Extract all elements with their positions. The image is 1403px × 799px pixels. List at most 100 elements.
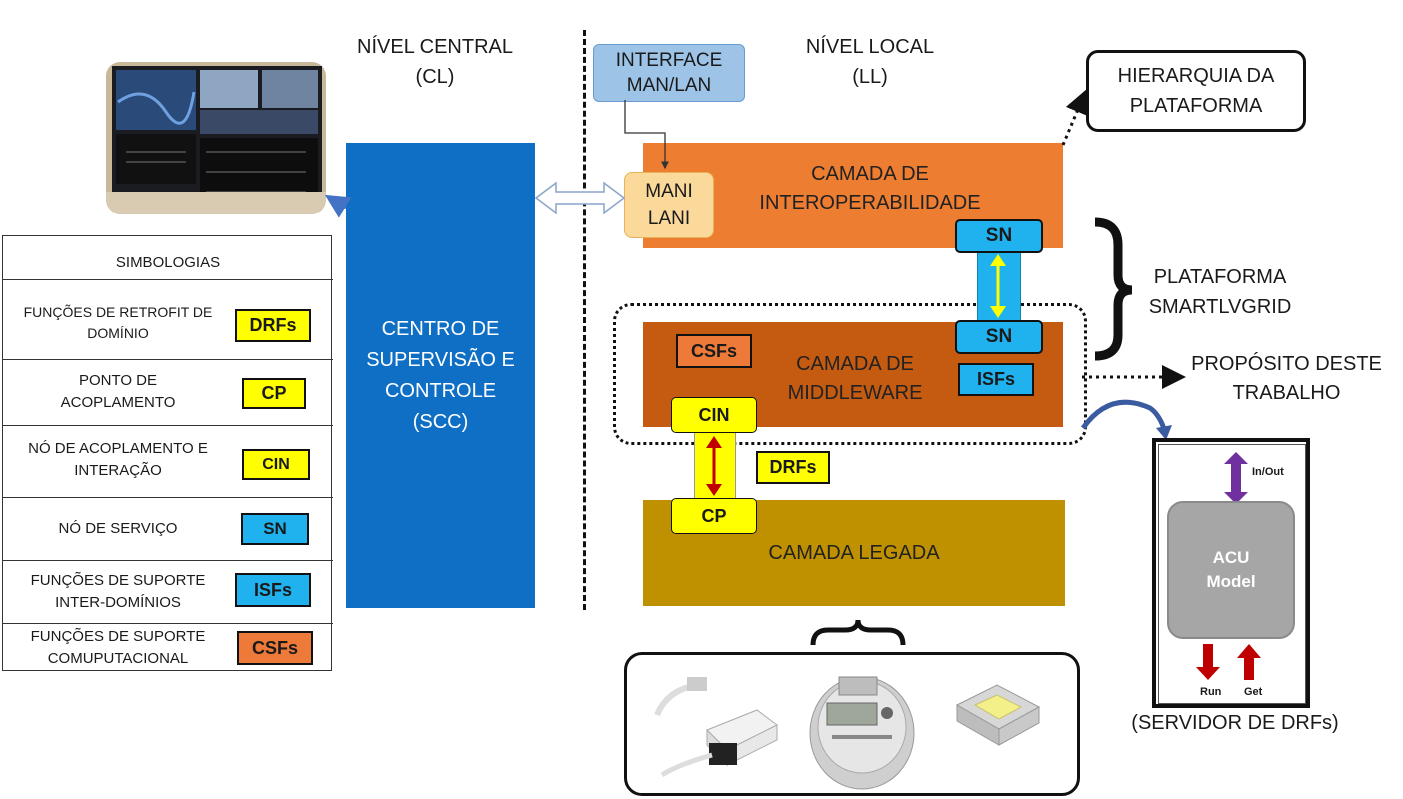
interface-to-mani-line <box>624 100 669 170</box>
legend-row-csfs: FUNÇÕES DE SUPORTE COMUPUTACIONAL CSFs <box>3 623 333 672</box>
legend-row-label: PONTO DE ACOPLAMENTO <box>13 370 223 414</box>
legend-tag-drfs-label: DRFs <box>249 315 297 335</box>
sn-node-top: SN <box>955 219 1043 253</box>
legend-row-label: NÓ DE ACOPLAMENTO E INTERAÇÃO <box>13 438 223 482</box>
legend-row-label: FUNÇÕES DE SUPORTE INTER-DOMÍNIOS <box>13 570 223 614</box>
header-central: NÍVEL CENTRAL (CL) <box>330 32 540 92</box>
header-local: NÍVEL LOCAL (LL) <box>770 32 970 92</box>
sn-double-arrow-icon <box>990 254 1006 318</box>
level-divider <box>583 30 586 610</box>
in-out-label: In/Out <box>1252 466 1284 478</box>
legend-row-label: NÓ DE SERVIÇO <box>13 518 223 540</box>
get-arrow-icon <box>1237 644 1261 680</box>
isfs-label: ISFs <box>976 369 1015 389</box>
mani-line1: MANI <box>645 181 693 202</box>
legend-row-line1: FUNÇÕES DE SUPORTE <box>30 572 206 589</box>
cin-node: CIN <box>671 397 757 433</box>
header-local-line1: NÍVEL LOCAL <box>805 36 935 58</box>
legend-tag-sn: SN <box>241 513 309 545</box>
legend-tag-isfs-label: ISFs <box>253 579 292 600</box>
header-central-line1: NÍVEL CENTRAL <box>357 36 513 58</box>
legend-tag-cin: CIN <box>242 449 310 480</box>
legend-tag-drfs: DRFs <box>235 309 311 342</box>
control-room-screen-icon <box>106 66 326 214</box>
legend-row-line2: ACOPLAMENTO <box>60 394 176 411</box>
legend-tag-sn-label: SN <box>263 519 287 538</box>
legend-table: SIMBOLOGIAS FUNÇÕES DE RETROFIT DE DOMÍN… <box>2 235 333 672</box>
legend-row-isfs: FUNÇÕES DE SUPORTE INTER-DOMÍNIOS ISFs <box>3 560 333 624</box>
legend-tag-csfs: CSFs <box>237 631 313 665</box>
hierarchy-line2: PLATAFORMA <box>1129 95 1263 117</box>
server-curved-arrow <box>1080 399 1168 433</box>
interop-line2: INTEROPERABILIDADE <box>759 192 981 214</box>
server-caption: (SERVIDOR DE DRFs) <box>1120 712 1350 735</box>
purpose-label: PROPÓSITO DESTE TRABALHO <box>1184 350 1389 408</box>
hierarchy-line1: HIERARQUIA DA <box>1117 65 1275 87</box>
run-arrow-icon <box>1196 644 1220 680</box>
legend-row-line2: INTERAÇÃO <box>74 462 162 479</box>
scc-line4: (SCC) <box>412 410 469 433</box>
legend-row-line2: INTER-DOMÍNIOS <box>55 594 181 611</box>
legend-row-label: FUNÇÕES DE SUPORTE COMUPUTACIONAL <box>13 626 223 670</box>
devices-curly-brace <box>810 619 906 646</box>
legend-row-line1: NÓ DE SERVIÇO <box>58 520 178 537</box>
work-scope-boundary <box>613 303 1087 445</box>
legend-title-text: SIMBOLOGIAS <box>115 254 221 271</box>
server-arrows <box>1196 452 1261 680</box>
led-chip-photo <box>955 684 1041 746</box>
legend-title: SIMBOLOGIAS <box>3 254 333 271</box>
mani-lani-box: MANI LANI <box>624 172 714 238</box>
middleware-label: CAMADA DE MIDDLEWARE <box>760 350 950 408</box>
sn-node-bottom: SN <box>955 320 1043 354</box>
scc-block: CENTRO DE SUPERVISÃO E CONTROLE (SCC) <box>346 143 535 608</box>
header-central-line2: (CL) <box>415 66 455 88</box>
sn-bottom-label: SN <box>985 326 1013 347</box>
scc-line3: CONTROLE <box>384 379 497 402</box>
double-arrow-icon <box>534 181 626 215</box>
legend-tag-csfs-label: CSFs <box>251 637 298 658</box>
control-room-photo <box>106 62 326 214</box>
legend-row-line1: FUNÇÕES DE SUPORTE <box>30 628 206 645</box>
hierarchy-box: HIERARQUIA DA PLATAFORMA <box>1086 50 1306 132</box>
middleware-line2: MIDDLEWARE <box>787 382 923 404</box>
run-label: Run <box>1200 686 1222 698</box>
sn-top-label: SN <box>985 225 1013 246</box>
interface-box: INTERFACE MAN/LAN <box>593 44 745 102</box>
isfs-tag: ISFs <box>958 363 1034 396</box>
csfs-tag: CSFs <box>676 334 752 368</box>
cin-label: CIN <box>698 404 730 425</box>
cp-label: CP <box>701 505 727 526</box>
interop-line1: CAMADA DE <box>811 163 929 185</box>
drfs-tag: DRFs <box>756 451 830 484</box>
scc-line1: CENTRO DE <box>381 317 500 340</box>
mani-line2: LANI <box>647 208 691 229</box>
legend-row-line1: PONTO DE <box>78 372 158 389</box>
legend-row-cin: NÓ DE ACOPLAMENTO E INTERAÇÃO CIN <box>3 425 333 498</box>
header-local-line2: (LL) <box>852 66 888 88</box>
in-out-arrow-icon <box>1224 452 1248 504</box>
devices-illustration <box>654 676 1041 790</box>
legend-row-line2: DOMÍNIO <box>87 325 149 341</box>
legacy-label: CAMADA LEGADA <box>768 541 940 564</box>
drf-server-panel: In/Out ACU Model Run Get <box>1152 438 1310 708</box>
interface-line1: INTERFACE <box>615 50 723 71</box>
legend-tag-isfs: ISFs <box>235 573 311 607</box>
server-caption-text: (SERVIDOR DE DRFs) <box>1131 712 1339 734</box>
platform-line1: PLATAFORMA <box>1153 266 1287 288</box>
legend-tag-cin-label: CIN <box>262 455 290 473</box>
devices-box <box>624 652 1080 796</box>
legend-tag-cp: CP <box>242 378 306 409</box>
platform-curly-brace <box>1094 217 1133 361</box>
acu-line1: ACU <box>1212 548 1250 567</box>
cin-cp-double-arrow-icon <box>706 436 722 496</box>
legend-row-line1: NÓ DE ACOPLAMENTO E <box>28 440 208 457</box>
get-label: Get <box>1244 686 1263 698</box>
scc-to-photo-arrow <box>324 194 352 218</box>
legend-row-line2: COMUPUTACIONAL <box>47 650 189 667</box>
interoperability-label: CAMADA DE INTEROPERABILIDADE <box>700 160 1040 218</box>
legend-row-cp: PONTO DE ACOPLAMENTO CP <box>3 359 333 426</box>
platform-label: PLATAFORMA SMARTLVGRID <box>1135 262 1305 322</box>
drf-server-inner <box>1158 444 1306 704</box>
legend-row-label: FUNÇÕES DE RETROFIT DE DOMÍNIO <box>13 302 223 344</box>
